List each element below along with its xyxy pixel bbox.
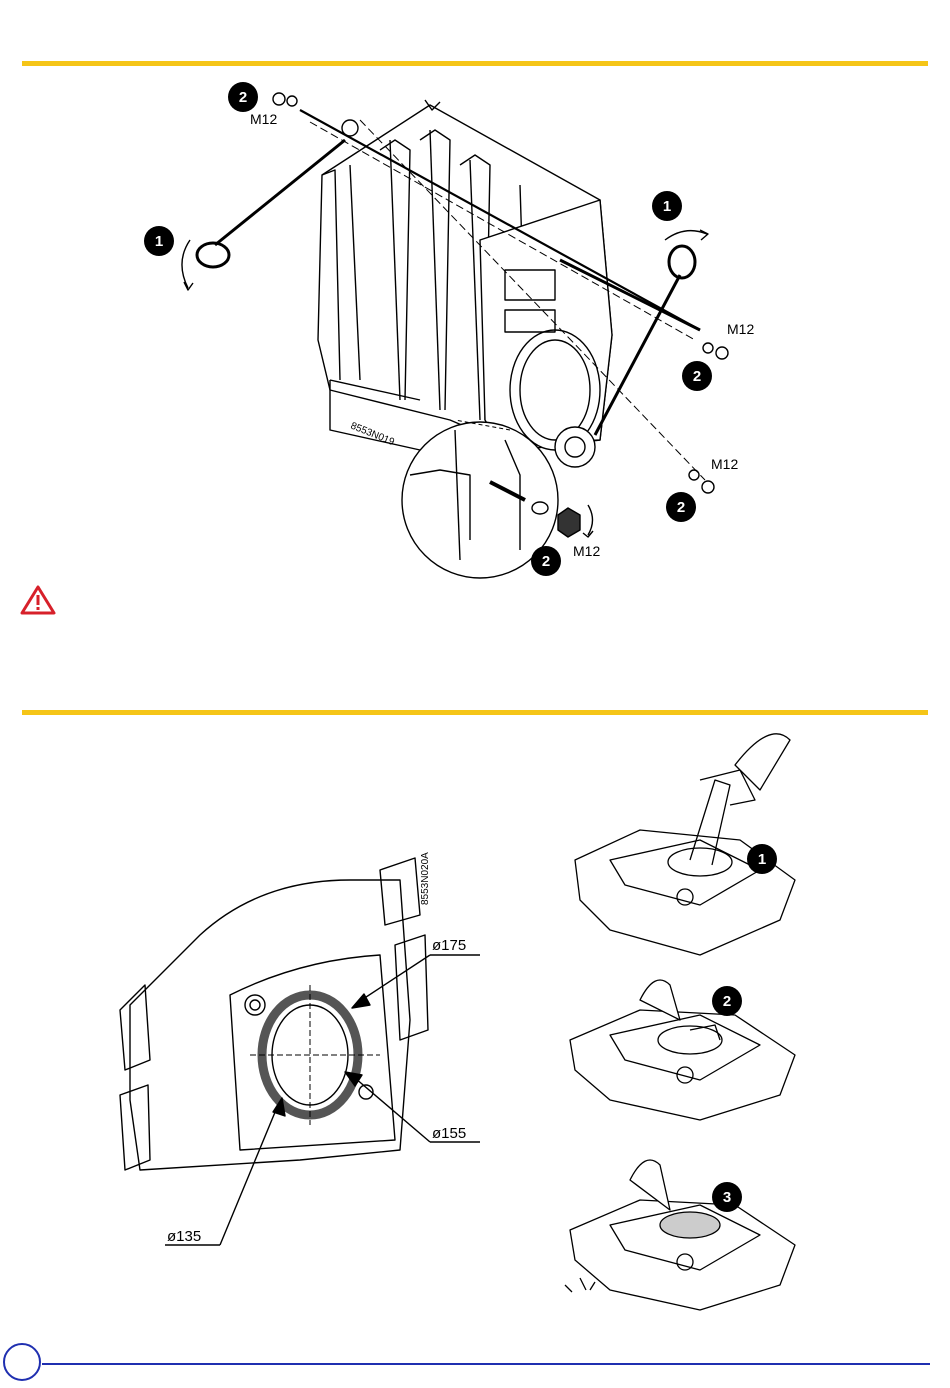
step-badge-2: 2 — [712, 986, 742, 1016]
badge-1-right: 1 — [652, 191, 682, 221]
footer-rule — [42, 1363, 930, 1365]
badge-2-top: 2 — [228, 82, 258, 112]
figure-code: 8553N019 — [349, 421, 396, 449]
svg-text:1: 1 — [155, 233, 163, 250]
dimension-175: ø175 — [432, 937, 466, 954]
warning-triangle-icon — [22, 587, 54, 613]
svg-text:3: 3 — [723, 1189, 731, 1206]
exchanger-figure: 2 1 1 2 2 2 M12 M12 M12 M12 8553N019 — [0, 0, 950, 700]
step-badge-1: 1 — [747, 844, 777, 874]
svg-text:2: 2 — [723, 993, 731, 1010]
m12-label-right-upper: M12 — [727, 321, 754, 337]
m12-label-right-lower: M12 — [711, 456, 738, 472]
svg-text:2: 2 — [542, 553, 550, 570]
svg-text:2: 2 — [677, 499, 685, 516]
badge-1-left: 1 — [144, 226, 174, 256]
section-rule — [22, 710, 928, 715]
m12-label-detail: M12 — [573, 543, 600, 559]
svg-text:1: 1 — [758, 851, 766, 868]
svg-text:1: 1 — [663, 198, 671, 215]
svg-text:2: 2 — [239, 89, 247, 106]
m12-label-top: M12 — [250, 111, 277, 127]
dimension-155: ø155 — [432, 1125, 466, 1142]
step-badge-3: 3 — [712, 1182, 742, 1212]
badge-2-right-lower: 2 — [666, 492, 696, 522]
badge-2-right-upper: 2 — [682, 361, 712, 391]
badge-2-detail: 2 — [531, 546, 561, 576]
svg-text:2: 2 — [693, 368, 701, 385]
dimension-135: ø135 — [167, 1228, 201, 1245]
page-number-circle — [3, 1343, 41, 1381]
figure-code-2: 8553N020A — [420, 852, 431, 905]
